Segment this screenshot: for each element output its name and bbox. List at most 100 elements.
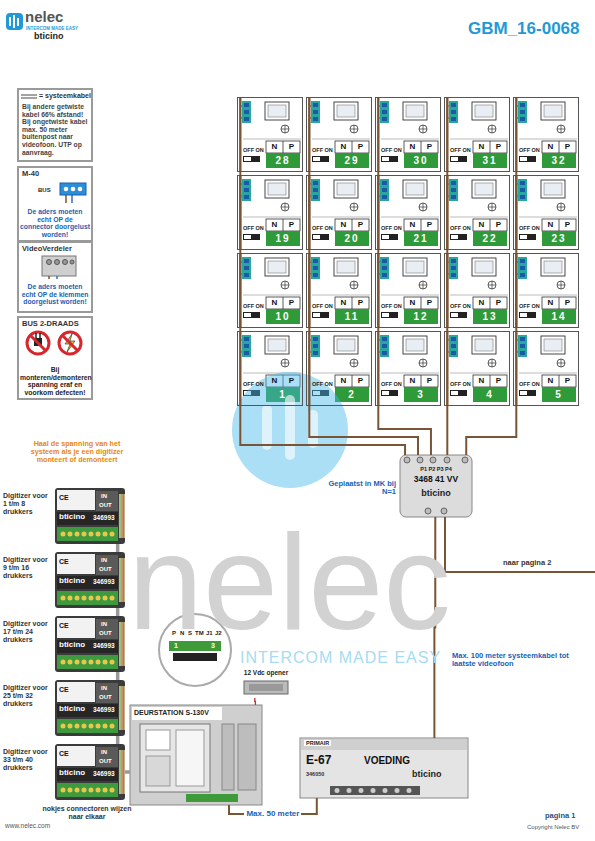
node-heading: OFF ON (243, 381, 264, 387)
videophone: OFF ONNP31 (444, 97, 510, 172)
node-text: E-67 (306, 754, 331, 767)
note-box: M-40De aders moeten echt OP de connector… (17, 166, 93, 242)
node-heading: 12 Vdc opener (238, 669, 294, 676)
node-text: P (283, 141, 300, 153)
label-text: www.nelec.com (5, 822, 50, 829)
videophone-drawing-part (444, 253, 510, 328)
terminal-illustration-part (48, 276, 50, 279)
node-heading: PRIMAIR (304, 740, 331, 746)
power-supply-drawing-part (300, 738, 468, 798)
node-text: 2 (335, 387, 369, 402)
videophone-drawing-part (306, 253, 372, 328)
label-text: nelec (25, 9, 63, 26)
door-station-drawing-part (130, 705, 262, 805)
distributor-drawing-part (430, 457, 436, 463)
distributor-drawing-part (441, 508, 447, 514)
label-text: Geplaatst in MK bij N=1 (326, 480, 396, 497)
node-text: 346993 (93, 514, 115, 521)
digitizer-drawing-part (55, 488, 125, 544)
door-station-drawing-part (132, 707, 222, 720)
node-heading: Digitizer voor 17 t/m 24 drukkers (3, 620, 51, 643)
node-heading: OFF ON (312, 147, 333, 153)
label-text: S (188, 630, 192, 637)
digitizer-drawing-part (55, 680, 125, 736)
label-text: bticino (34, 31, 64, 41)
videophone-drawing (237, 97, 579, 406)
node-text: 14 (542, 309, 576, 324)
video-distributor: P1 P2 P3 P43468 41 VVbticino (400, 455, 472, 517)
label-text: BUS (38, 187, 51, 194)
node-text: N (473, 297, 490, 309)
nelec-logo-icon (6, 13, 23, 30)
label-text: J2 (215, 630, 222, 637)
node-text: CE (59, 622, 69, 630)
videophone-drawing-part (513, 331, 579, 406)
node-heading: OFF ON (450, 381, 471, 387)
node-text: bticino (59, 641, 85, 650)
videophone: OFF ONNP19 (237, 175, 303, 250)
nelec-logo-icon-part (9, 17, 11, 26)
node-text: IN (101, 621, 107, 628)
power-supply-drawing (300, 738, 468, 798)
node-text: P (352, 141, 369, 153)
power-supply: PRIMAIRE-67VOEDINGbticino346050 (300, 738, 468, 798)
node-text: N (404, 141, 421, 153)
cable (446, 406, 448, 455)
node-text: bticino (59, 513, 85, 522)
videophone: OFF ONNP1 (237, 331, 303, 406)
node-heading: OFF ON (243, 147, 264, 153)
power-supply-drawing-part (335, 788, 340, 793)
videophone-drawing-part (237, 253, 303, 328)
node-text: N (266, 219, 283, 231)
digitizer-drawing-part (55, 552, 125, 608)
node-heading: Bij andere getwiste kabel 66% afstand! B… (22, 103, 90, 156)
label-text: Max. 100 meter systeemkabel tot laatste … (452, 652, 572, 669)
node-heading: OFF ON (312, 303, 333, 309)
distributor-drawing (400, 455, 472, 517)
connector-illustration-part (64, 187, 69, 192)
videophone: OFF ONNP20 (306, 175, 372, 250)
node-text: N (542, 219, 559, 231)
node-text: OUT (99, 502, 112, 509)
connector-illustration-part (71, 195, 73, 203)
videophone: OFF ONNP14 (513, 253, 579, 328)
node-text: P (421, 219, 438, 231)
node-text: P (421, 297, 438, 309)
door-station: DEURSTATION S-130V (130, 705, 262, 805)
watermark-logo-part (232, 372, 348, 488)
opener-drawing (244, 681, 288, 694)
note-box: Bij andere getwiste kabel 66% afstand! B… (17, 88, 93, 162)
videophone-drawing-part (444, 331, 510, 406)
cable (377, 97, 379, 250)
node-text: OUT (99, 758, 112, 765)
videophone-drawing-part (237, 97, 303, 172)
door-station-drawing-part (238, 724, 256, 790)
videophone-drawing-part (306, 97, 372, 172)
power-supply-drawing-part (395, 788, 400, 793)
videophone-drawing-part (375, 97, 441, 172)
label-text: naar pagina 2 (503, 559, 551, 567)
digitizer-drawing-part (55, 744, 125, 800)
node-heading: OFF ON (519, 303, 540, 309)
node-text: 346993 (93, 770, 115, 777)
node-heading: OFF ON (243, 303, 264, 309)
node-text: N (404, 375, 421, 387)
terminal-illustration-part (47, 260, 52, 265)
node-heading: OFF ON (381, 381, 402, 387)
node-text: 28 (266, 153, 300, 168)
cable-to-page-2 (445, 517, 595, 572)
videophone: OFF ONNP23 (513, 175, 579, 250)
node-heading: OFF ON (519, 147, 540, 153)
node-text: P (283, 375, 300, 387)
digitizer-drawing (55, 488, 125, 800)
node-text: De aders moeten echt OP de klemmen doorg… (20, 283, 90, 306)
node-text: bticino (412, 769, 442, 779)
node-text: P (490, 375, 507, 387)
node-text: 30 (404, 153, 438, 168)
videophone: OFF ONNP29 (306, 97, 372, 172)
digitizer-module: Digitizer voor 33 t/m 40 drukkersCEINOUT… (3, 744, 125, 800)
node-text: P (421, 375, 438, 387)
node-text: 22 (473, 231, 507, 246)
node-text: IN (101, 493, 107, 500)
label-text: Haal de spanning van het systeem als je … (22, 440, 132, 464)
